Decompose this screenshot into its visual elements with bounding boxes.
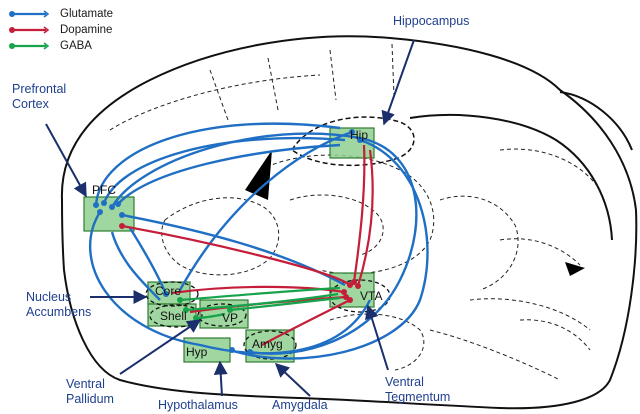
- ventricle-shape-2: [565, 262, 585, 276]
- region-label-pfc: PFC: [92, 183, 116, 197]
- callout-hippocampus-label: Hippocampus: [393, 14, 469, 28]
- callout-hypothalamus: Hypothalamus: [158, 398, 238, 413]
- region-label-amyg: Amyg: [252, 337, 283, 351]
- callout-ventral-pallidum-line2: Pallidum: [66, 392, 114, 407]
- ventricle-shape: [245, 150, 272, 200]
- callout-prefrontal-line2: Cortex: [12, 97, 66, 112]
- callout-ventral-pallidum-line1: Ventral: [66, 377, 114, 392]
- callout-amygdala-label: Amygdala: [272, 398, 328, 412]
- brain-outline: [62, 36, 636, 408]
- region-boxes: [84, 128, 374, 362]
- region-label-vp: VP: [222, 311, 238, 325]
- callout-hypothalamus-label: Hypothalamus: [158, 398, 238, 412]
- callout-prefrontal-line1: Prefrontal: [12, 82, 66, 97]
- callout-ventral-tegmentum-line1: Ventral: [385, 375, 450, 390]
- region-label-shell: Shell: [160, 309, 187, 323]
- callout-hippocampus: Hippocampus: [393, 14, 469, 29]
- callout-ventral-pallidum: Ventral Pallidum: [66, 377, 114, 407]
- glutamate-projections: [90, 124, 427, 359]
- region-label-hip: Hip: [350, 128, 368, 142]
- region-label-core: Core: [155, 284, 181, 298]
- callout-prefrontal-cortex: Prefrontal Cortex: [12, 82, 66, 112]
- callout-nucleus-accumbens: Nucleus Accumbens: [26, 290, 91, 320]
- callout-ventral-tegmentum: Ventral Tegmentum: [385, 375, 450, 405]
- region-label-vta: VTA: [360, 289, 382, 303]
- callout-nucleus-line1: Nucleus: [26, 290, 91, 305]
- callout-ventral-tegmentum-line2: Tegmentum: [385, 390, 450, 405]
- callout-amygdala: Amygdala: [272, 398, 328, 413]
- region-label-hyp: Hyp: [186, 345, 208, 359]
- callout-nucleus-line2: Accumbens: [26, 305, 91, 320]
